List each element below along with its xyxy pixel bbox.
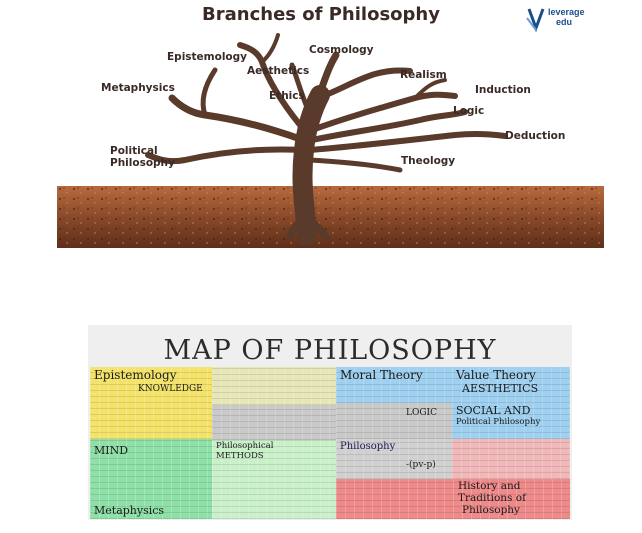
branch-label-political-philosophy: Political Philosophy: [110, 145, 175, 169]
block-history: History and Traditions of Philosophy: [336, 479, 570, 519]
branch-label-induction: Induction: [475, 84, 531, 96]
block-epistemology: Epistemology KNOWLEDGE: [90, 367, 212, 439]
branch-label-aesthetics: Aesthetics: [247, 65, 310, 77]
block-red-top: [452, 439, 570, 479]
block-social-political: SOCIAL AND Political Philosophy: [452, 403, 570, 439]
label-knowledge: KNOWLEDGE: [138, 384, 203, 394]
logo-text-line1: leverage: [548, 7, 585, 17]
branch-label-realism: Realism: [400, 69, 447, 81]
branch-label-epistemology: Epistemology: [167, 51, 248, 63]
label-mind: MIND: [94, 444, 129, 457]
label-logic: LOGIC: [406, 408, 437, 418]
block-center-top: [212, 367, 336, 405]
block-mind: MIND Metaphysics: [90, 439, 212, 519]
block-value-theory: Value Theory AESTHETICS: [452, 367, 570, 403]
label-value-theory: Value Theory: [456, 368, 536, 382]
block-philosophy-logic: Philosophy -(pv-p): [336, 439, 452, 479]
political-line2: Philosophy: [110, 157, 175, 169]
label-history-3: Philosophy: [462, 504, 520, 516]
branch-label-logic: Logic: [453, 105, 485, 117]
block-center-mid: [212, 405, 336, 440]
label-history-2: Traditions of: [458, 492, 526, 504]
label-social-and: SOCIAL AND: [456, 404, 531, 417]
map-of-philosophy: MAP OF PHILOSOPHY Epistemology KNOWLEDGE…: [88, 325, 572, 520]
logo-mark-icon: [526, 8, 545, 33]
map-title: MAP OF PHILOSOPHY: [163, 335, 497, 366]
label-methods: METHODS: [216, 451, 264, 461]
label-philosophical-1: Philosophical: [216, 441, 274, 451]
label-aesthetics: AESTHETICS: [462, 382, 539, 395]
branch-label-ethics: Ethics: [269, 90, 305, 102]
logo-text-line2: edu: [556, 17, 573, 27]
label-metaphysics: Metaphysics: [94, 504, 165, 517]
philosophy-tree: [145, 33, 508, 246]
page-title: Branches of Philosophy: [202, 4, 440, 25]
branch-label-metaphysics: Metaphysics: [101, 82, 175, 94]
label-history-1: History and: [458, 480, 521, 492]
label-moral-theory: Moral Theory: [340, 368, 423, 382]
leverage-edu-logo: leverage edu: [526, 6, 606, 36]
political-line1: Political: [110, 145, 158, 157]
branch-label-theology: Theology: [401, 155, 456, 167]
branch-label-deduction: Deduction: [505, 130, 566, 142]
block-moral-theory: Moral Theory: [336, 367, 452, 403]
block-methods: Philosophical METHODS: [212, 440, 336, 519]
label-philosophy: Philosophy: [340, 441, 396, 452]
label-pvp: -(pv-p): [406, 460, 436, 470]
label-epistemology: Epistemology: [94, 368, 177, 382]
branch-label-cosmology: Cosmology: [309, 44, 374, 56]
block-logic-top: LOGIC: [336, 403, 452, 439]
label-political-philosophy: Political Philosophy: [456, 417, 541, 427]
soil-ground: [57, 186, 604, 248]
